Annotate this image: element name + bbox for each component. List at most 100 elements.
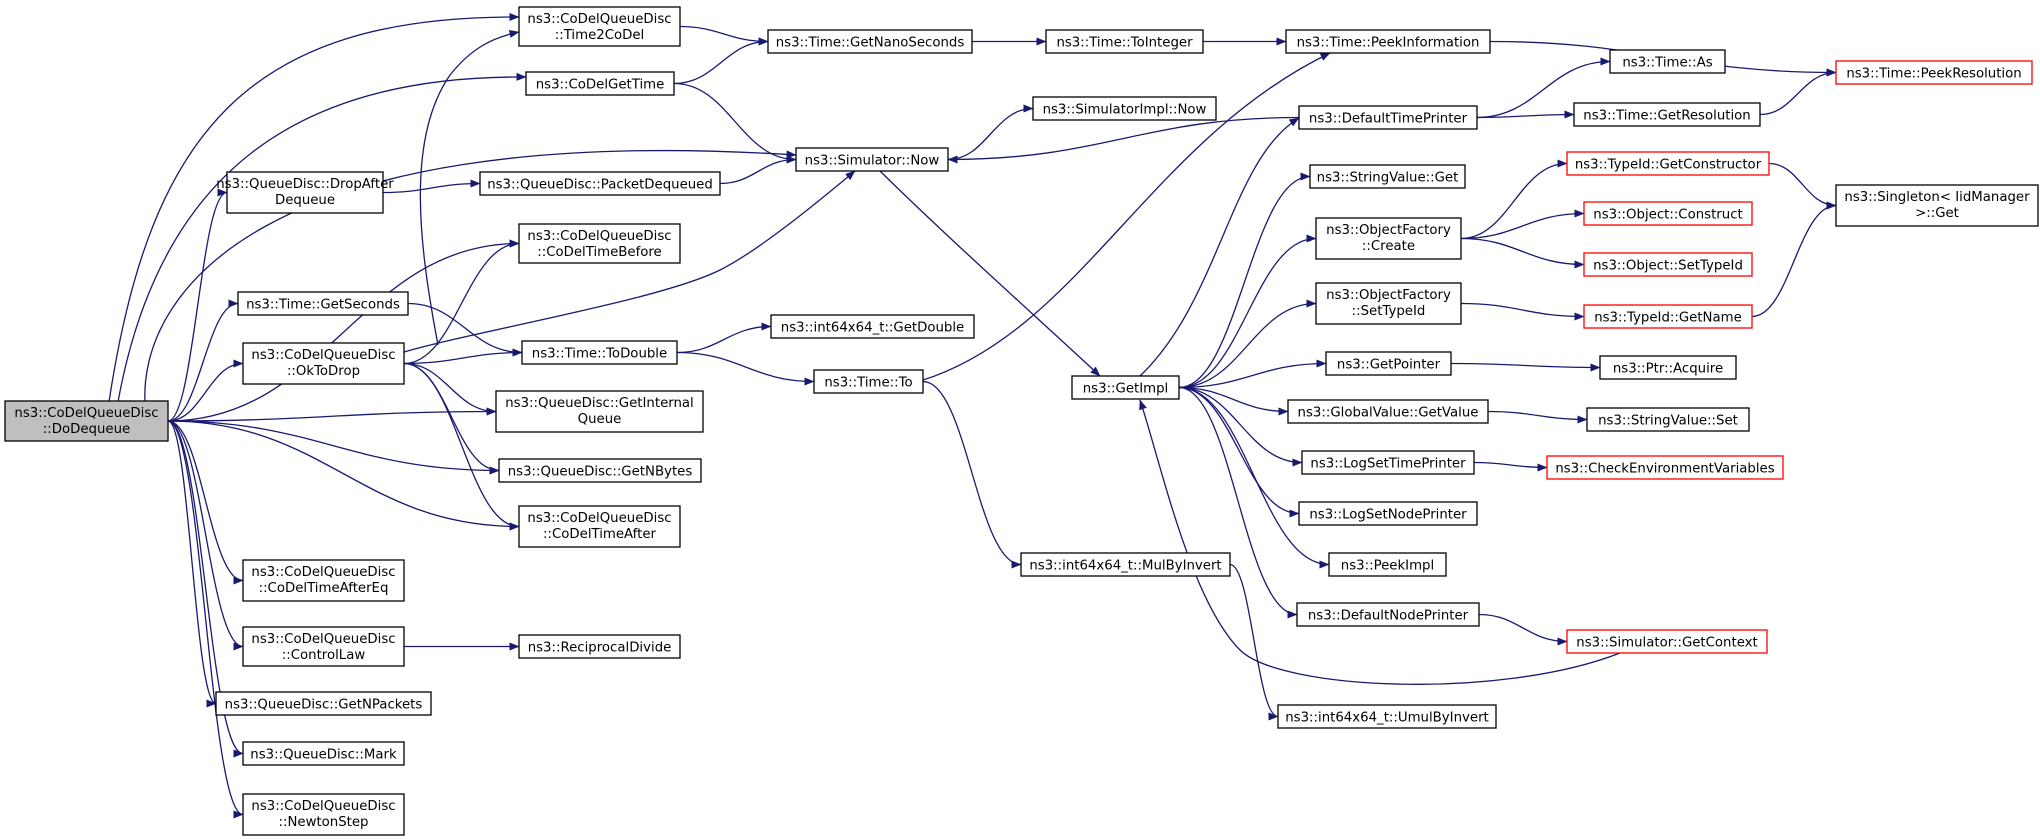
edge-simnow-to-simimplnow: [947, 104, 1034, 161]
node-box: [1045, 29, 1204, 54]
edge: [167, 420, 520, 531]
node-timeas[interactable]: ns3::Time::As: [1609, 49, 1726, 74]
node-box: [1328, 552, 1447, 577]
node-globalvaluegetvalue[interactable]: ns3::GlobalValue::GetValue: [1287, 399, 1489, 424]
node-box: [1546, 455, 1784, 480]
node-defaulttimeprinter[interactable]: ns3::DefaultTimePrinter: [1298, 105, 1478, 130]
node-objfactorycreate[interactable]: ns3::ObjectFactory::Create: [1315, 217, 1462, 260]
node-mulbyinvert[interactable]: ns3::int64x64_t::MulByInvert: [1020, 552, 1231, 577]
node-objectsettypeid[interactable]: ns3::Object::SetTypeId: [1583, 252, 1753, 277]
node-checkenvvars[interactable]: ns3::CheckEnvironmentVariables: [1546, 455, 1784, 480]
edges-layer: [108, 12, 1837, 819]
node-getnanoseconds[interactable]: ns3::Time::GetNanoSeconds: [767, 29, 973, 54]
node-todouble[interactable]: ns3::Time::ToDouble: [521, 340, 678, 365]
node-box: [1583, 304, 1753, 329]
edge: [1460, 302, 1585, 321]
node-stringvalueset[interactable]: ns3::StringValue::Set: [1586, 407, 1750, 432]
edge: [1751, 201, 1837, 318]
node-label: ns3::StringValue::Get: [1317, 171, 1459, 186]
node-objfactorysettypeid[interactable]: ns3::ObjectFactory::SetTypeId: [1315, 282, 1462, 325]
node-simnow[interactable]: ns3::Simulator::Now: [795, 147, 949, 172]
node-controllaw[interactable]: ns3::CoDelQueueDisc::ControlLaw: [242, 626, 405, 667]
node-peekresolution[interactable]: ns3::Time::PeekResolution: [1835, 60, 2033, 85]
node-codeltimebefore[interactable]: ns3::CoDelQueueDisc::CoDelTimeBefore: [518, 223, 681, 264]
node-dodequeue[interactable]: ns3::CoDelQueueDisc::DoDequeue: [4, 400, 169, 442]
node-peekinformation[interactable]: ns3::Time::PeekInformation: [1285, 29, 1491, 54]
node-label: ns3::Time::ToDouble: [532, 347, 667, 362]
node-box: [1835, 184, 2039, 227]
node-getpointer[interactable]: ns3::GetPointer: [1325, 351, 1452, 376]
node-stringvalueget[interactable]: ns3::StringValue::Get: [1309, 164, 1466, 189]
node-timeto[interactable]: ns3::Time::To: [813, 369, 924, 394]
node-getconstructor[interactable]: ns3::TypeId::GetConstructor: [1566, 151, 1770, 176]
node-label: ns3::int64x64_t::GetDouble: [781, 321, 964, 336]
node-getnbytes[interactable]: ns3::QueueDisc::GetNBytes: [498, 458, 702, 483]
node-label: ns3::DefaultNodePrinter: [1308, 609, 1469, 624]
edge-defaulttimeprinter-to-simnow: [947, 116, 1300, 164]
node-getnpackets[interactable]: ns3::QueueDisc::GetNPackets: [215, 691, 432, 716]
node-box: [479, 171, 721, 196]
edge: [167, 407, 497, 422]
node-box: [1071, 375, 1180, 400]
node-logsetnodeprinter[interactable]: ns3::LogSetNodePrinter: [1298, 501, 1478, 526]
edge: [947, 116, 1300, 164]
edge-getimpl-to-objfactorycreate: [1178, 234, 1317, 389]
node-label: ::CoDelTimeAfterEq: [259, 581, 389, 596]
edge: [676, 322, 772, 354]
node-codeltimeaftereq[interactable]: ns3::CoDelQueueDisc::CoDelTimeAfterEq: [242, 559, 405, 602]
node-getdouble[interactable]: ns3::int64x64_t::GetDouble: [770, 314, 975, 339]
node-reciprocaldivide[interactable]: ns3::ReciprocalDivide: [518, 634, 681, 659]
node-singletonget[interactable]: ns3::Singleton< IidManager>::Get: [1835, 184, 2039, 227]
node-label: ::Time2CoDel: [555, 28, 645, 43]
node-label: ns3::Time::ToInteger: [1056, 36, 1193, 51]
edge-dodequeue-to-codelgettime: [117, 72, 527, 403]
edge: [1178, 386, 1289, 416]
node-box: [1325, 351, 1452, 376]
edge: [167, 420, 244, 758]
node-oktodrop[interactable]: ns3::CoDelQueueDisc::OkToDrop: [242, 342, 405, 385]
node-getresolution[interactable]: ns3::Time::GetResolution: [1573, 102, 1761, 127]
node-box: [521, 340, 678, 365]
node-typeidgetname[interactable]: ns3::TypeId::GetName: [1583, 304, 1753, 329]
node-tointeger[interactable]: ns3::Time::ToInteger: [1045, 29, 1204, 54]
edge: [1139, 399, 1621, 685]
edge: [1178, 234, 1317, 389]
node-objectconstruct[interactable]: ns3::Object::Construct: [1583, 201, 1753, 226]
node-getimpl[interactable]: ns3::GetImpl: [1071, 375, 1180, 400]
node-mark[interactable]: ns3::QueueDisc::Mark: [242, 741, 405, 766]
node-simimplnow[interactable]: ns3::SimulatorImpl::Now: [1032, 96, 1217, 121]
node-newtonstep[interactable]: ns3::CoDelQueueDisc::NewtonStep: [242, 793, 405, 836]
edge-dodequeue-to-dropafterdequeue: [167, 188, 228, 422]
edge: [922, 380, 1022, 569]
edge: [1473, 461, 1548, 472]
node-getseconds[interactable]: ns3::Time::GetSeconds: [237, 291, 409, 316]
edge-dodequeue-to-getseconds: [167, 299, 239, 422]
node-getcontext[interactable]: ns3::Simulator::GetContext: [1566, 629, 1768, 654]
edge: [407, 302, 523, 357]
node-peekimpl[interactable]: ns3::PeekImpl: [1328, 552, 1447, 577]
edge: [676, 351, 815, 386]
edge-getimpl-to-peekimpl: [1178, 386, 1330, 569]
edge-dodequeue-to-codeltimebefore: [167, 239, 520, 422]
node-label: ::SetTypeId: [1352, 304, 1426, 319]
node-time2codel[interactable]: ns3::CoDelQueueDisc::Time2CoDel: [518, 6, 681, 47]
edge-defaulttimeprinter-to-getresolution: [1476, 110, 1575, 119]
node-box: [518, 223, 681, 264]
edge-getresolution-to-peekresolution: [1759, 68, 1837, 116]
node-ptracquire[interactable]: ns3::Ptr::Acquire: [1599, 355, 1737, 380]
node-umulbyinvert[interactable]: ns3::int64x64_t::UmulByInvert: [1277, 704, 1497, 729]
edge-dodequeue-to-mark: [167, 420, 244, 758]
edge: [403, 348, 523, 365]
node-label: ns3::int64x64_t::MulByInvert: [1029, 559, 1221, 574]
node-logsettimeprinter[interactable]: ns3::LogSetTimePrinter: [1301, 450, 1475, 475]
node-codeltimeafter[interactable]: ns3::CoDelQueueDisc::CoDelTimeAfter: [518, 505, 681, 548]
edge: [1139, 117, 1300, 377]
edge: [1487, 410, 1588, 424]
edge-dodequeue-to-getinternalqueue: [167, 407, 497, 422]
edge-oktodrop-to-simnow: [403, 170, 856, 353]
node-packetdequeued[interactable]: ns3::QueueDisc::PacketDequeued: [479, 171, 721, 196]
node-codelgettime[interactable]: ns3::CoDelGetTime: [525, 71, 675, 96]
node-defaultnodeprinter[interactable]: ns3::DefaultNodePrinter: [1296, 602, 1480, 627]
